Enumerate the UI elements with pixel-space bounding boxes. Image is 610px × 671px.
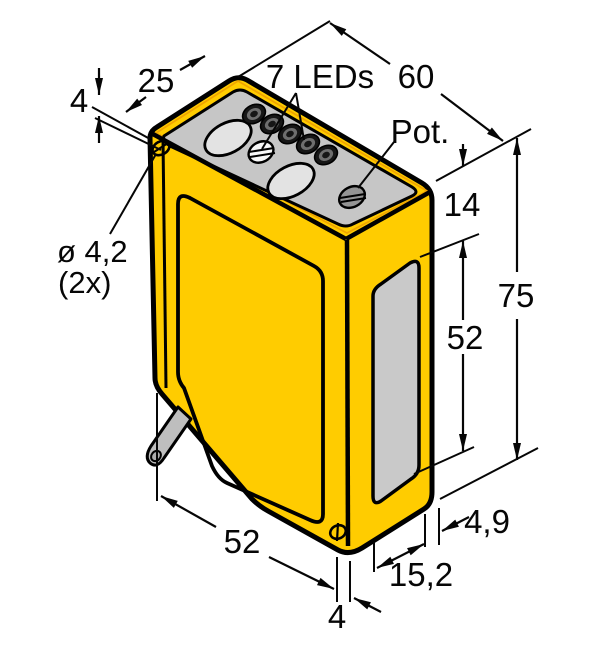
edge-left-wall xyxy=(161,138,168,389)
dim-top-depth: 25 xyxy=(138,62,175,99)
callout-leds: 7 LEDs xyxy=(266,58,374,95)
dovetail-slot xyxy=(371,259,421,505)
dim-top-wall: 4 xyxy=(70,82,88,119)
callout-pot: Pot. xyxy=(391,113,450,150)
potentiometer-screw-icon xyxy=(337,184,367,210)
led-icon xyxy=(313,144,339,166)
mounting-hole-bottom-icon xyxy=(328,522,348,542)
emitter-lens-icon xyxy=(266,161,316,201)
dim-slot-offset: 4,9 xyxy=(464,503,510,540)
dim-slot-width: 15,2 xyxy=(389,556,453,593)
edge-top-front xyxy=(149,131,348,241)
mounting-hole-top-icon xyxy=(151,139,171,157)
leader-leds-a xyxy=(261,92,297,150)
leader-mounting-hole xyxy=(109,153,157,235)
leader-leds-b xyxy=(295,92,305,141)
clamp-screw-icon xyxy=(247,140,276,164)
dim-top-width: 60 xyxy=(398,58,435,95)
edge-front-right-vertical xyxy=(344,239,351,547)
dimension-lines xyxy=(95,22,521,613)
callout-hole-diameter: ø 4,2 xyxy=(57,234,128,269)
dim-head-height: 14 xyxy=(444,186,481,223)
leader-lines xyxy=(109,92,395,235)
led-icon xyxy=(259,113,285,135)
front-panel-outline xyxy=(176,194,325,524)
sensor-body xyxy=(145,75,435,556)
dim-bottom-edge: 52 xyxy=(224,523,261,560)
led-icon xyxy=(241,103,267,125)
receiver-lens-icon xyxy=(203,118,253,158)
edge-top-right xyxy=(344,190,432,241)
led-icon xyxy=(277,123,303,145)
leader-pot xyxy=(357,141,395,189)
extension-lines xyxy=(91,20,539,602)
dim-total-height: 75 xyxy=(498,277,535,314)
dimension-labels: 4 25 60 7 LEDs Pot. 14 75 52 4,9 15,2 52… xyxy=(57,58,534,635)
callout-hole-quantity: (2x) xyxy=(58,265,111,300)
dim-slot-height: 52 xyxy=(447,319,484,356)
dim-hole-edge-offset: 4 xyxy=(328,598,346,635)
cable-exit xyxy=(145,405,193,467)
